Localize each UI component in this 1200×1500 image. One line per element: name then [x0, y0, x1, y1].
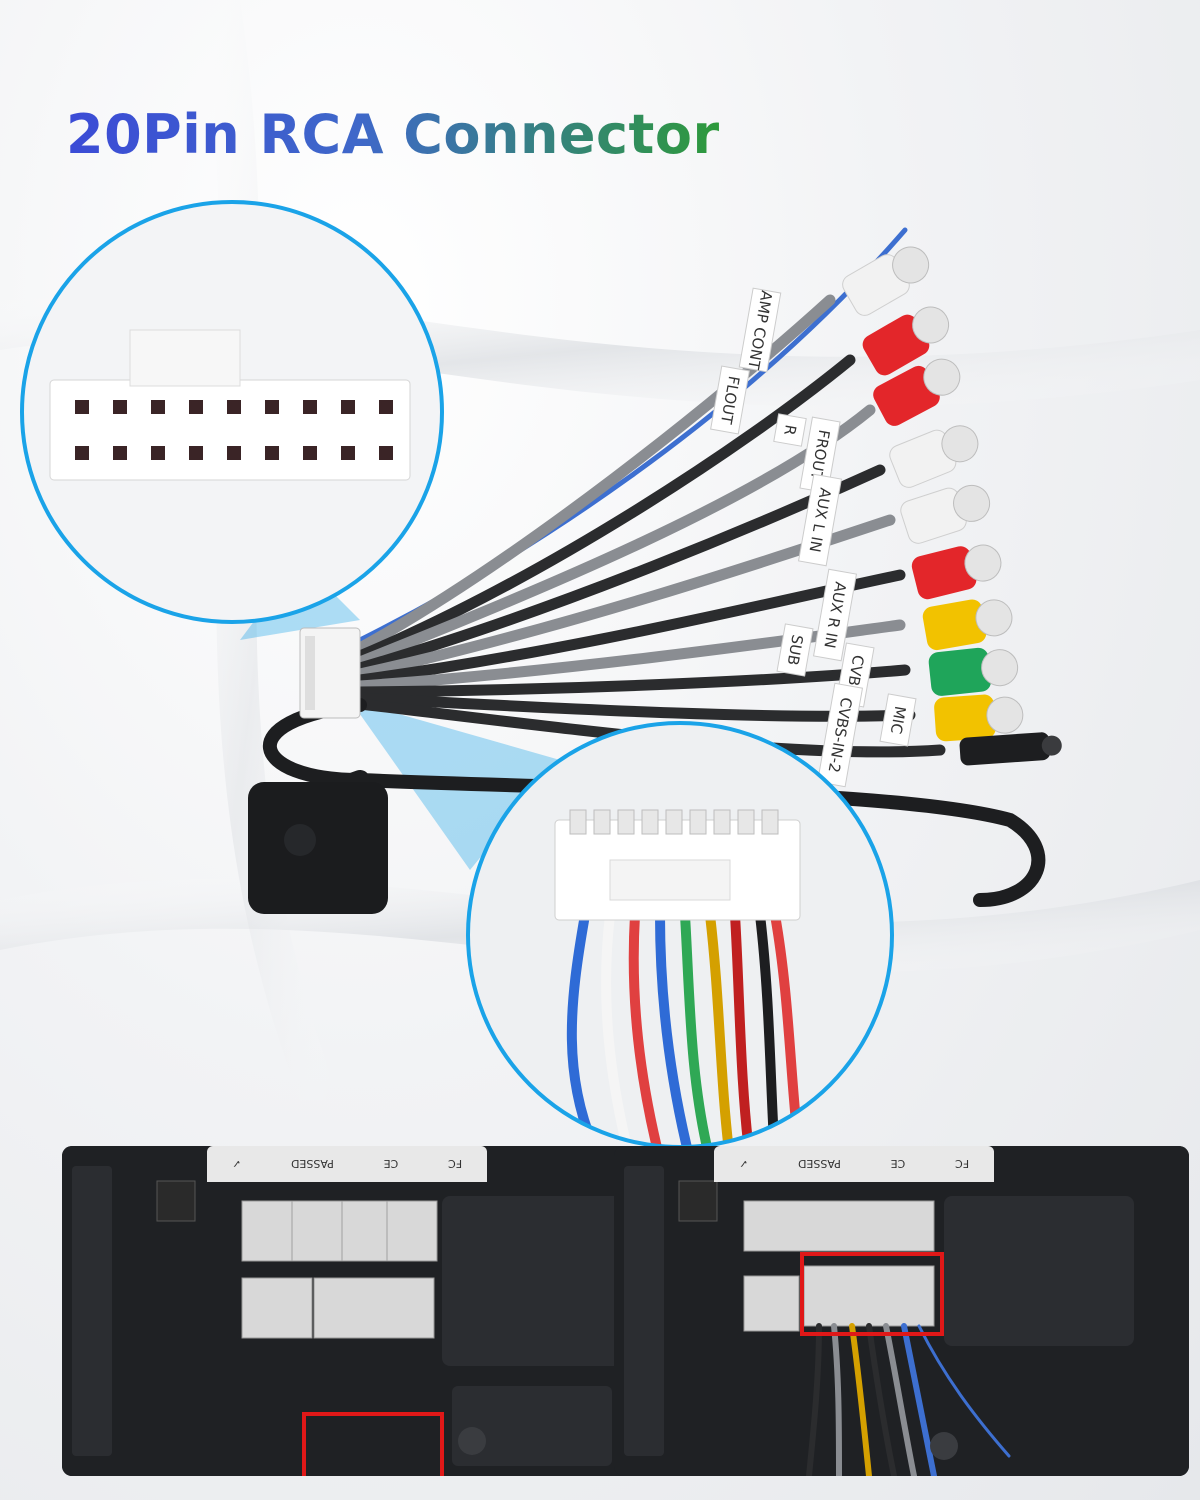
- lower-port-20pin: [313, 1277, 435, 1339]
- cable-label-sub: SUB: [783, 633, 806, 666]
- cert-ce: CE: [890, 1157, 906, 1171]
- cable-labels: AMP CONT FLOUT R FROUT AUX L IN AUX R IN…: [710, 287, 917, 788]
- cert-check-icon: ✓: [738, 1157, 749, 1171]
- zoom-circle-housing: [20, 200, 444, 624]
- head-unit-rear-connected-drawing: [614, 1146, 1189, 1476]
- head-unit-rear-connected: FC CE PASSED ✓: [614, 1146, 1189, 1476]
- port-highlight-box: [800, 1252, 944, 1336]
- rca-plug-white-1: [842, 246, 930, 316]
- mic-jack: [959, 732, 1062, 766]
- head-unit-rear-drawing: [62, 1146, 637, 1476]
- rca-plug-red-2: [873, 358, 961, 426]
- certification-label: FC CE PASSED ✓: [207, 1146, 487, 1182]
- rca-plug-yellow-1: [922, 599, 1013, 651]
- lower-port-left: [241, 1277, 313, 1339]
- rca-plug-white-2: [889, 425, 979, 488]
- port-highlight-box: [302, 1412, 444, 1476]
- rca-plug-red-3: [911, 544, 1002, 600]
- page-title: 20Pin RCA Connector: [66, 103, 720, 166]
- certification-label: FC CE PASSED ✓: [714, 1146, 994, 1182]
- housing-pin-slots: [75, 400, 393, 460]
- upper-port-block: [241, 1200, 438, 1262]
- plug-pins: [569, 809, 779, 835]
- head-unit-rear-empty: FC CE PASSED ✓: [62, 1146, 637, 1476]
- cert-fcc: FC: [448, 1157, 463, 1171]
- cert-ce: CE: [383, 1157, 399, 1171]
- cable-label-r: R: [780, 423, 800, 436]
- inline-module: [248, 782, 388, 914]
- rca-plug-green: [928, 647, 1019, 696]
- cable-label-mic: MIC: [887, 705, 910, 736]
- zoom-circle-plug: [466, 721, 894, 1149]
- connected-wires: [806, 1323, 1011, 1476]
- rca-plug-yellow-2: [934, 694, 1024, 742]
- rca-plug-red-1: [862, 306, 950, 376]
- cert-passed: PASSED: [797, 1157, 841, 1171]
- cert-passed: PASSED: [290, 1157, 334, 1171]
- cert-check-icon: ✓: [231, 1157, 242, 1171]
- cert-fcc: FC: [955, 1157, 970, 1171]
- rca-plugs: [842, 246, 1062, 766]
- rca-plug-white-3: [900, 484, 991, 544]
